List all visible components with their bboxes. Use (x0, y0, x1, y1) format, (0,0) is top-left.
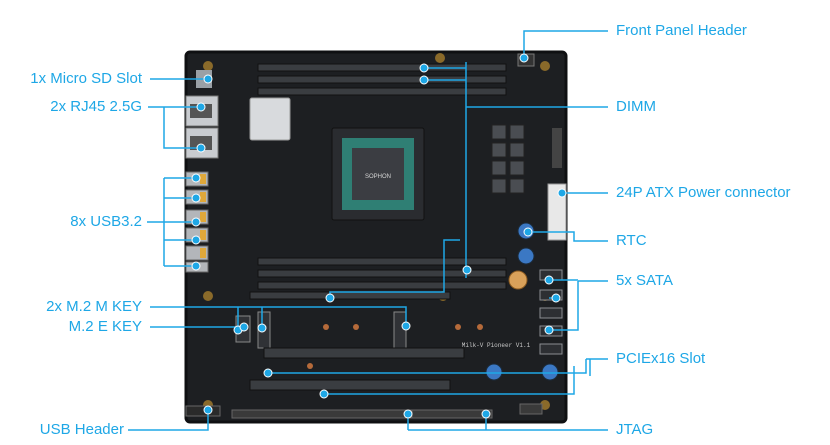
soc-mark: SOPHON (365, 174, 391, 180)
label-jtag: JTAG (616, 421, 654, 438)
label-rtc: RTC (616, 232, 647, 249)
label-sata: 5x SATA (616, 272, 673, 289)
label-dimm: DIMM (616, 98, 656, 115)
callout-lines (128, 30, 608, 431)
label-atx-power: 24P ATX Power connector (616, 184, 791, 201)
label-usb32: 8x USB3.2 (70, 213, 142, 230)
label-front-panel: Front Panel Header (616, 22, 747, 39)
label-rj45: 2x RJ45 2.5G (50, 98, 142, 115)
motherboard-image: SOPHON (184, 50, 568, 424)
label-pcie: PCIEx16 Slot (616, 350, 706, 367)
label-usb-header: USB Header (39, 421, 124, 438)
label-micro-sd: 1x Micro SD Slot (30, 70, 142, 87)
callout-dots (191, 53, 567, 419)
label-m2-m-key: 2x M.2 M KEY (46, 298, 142, 315)
board-name-print: Milk-V Pioneer V1.1 (462, 342, 531, 349)
label-m2-e-key: M.2 E KEY (68, 318, 142, 335)
